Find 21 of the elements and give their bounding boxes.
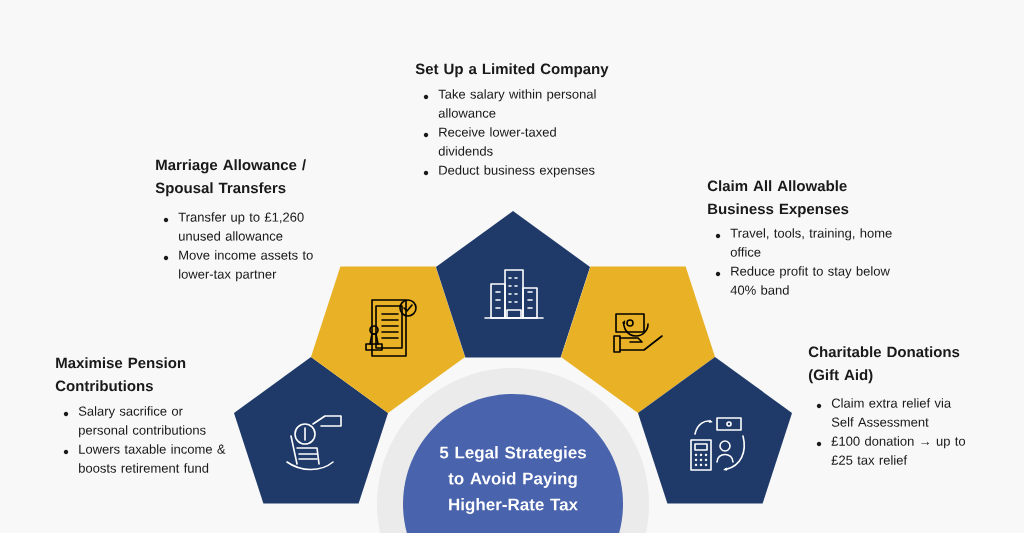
heading: Charitable Donations (Gift Aid) <box>808 346 960 384</box>
bullet-text: Reduce profit to stay below 40% band <box>730 266 890 295</box>
bullet-text: Take salary within personal allowance <box>438 89 596 118</box>
bullet-text: Transfer up to £1,260 unused allowance <box>178 212 304 241</box>
bullet-text: Move income assets to lower-tax partner <box>179 250 313 282</box>
bullet-text: Deduct business expenses <box>439 165 595 178</box>
heading: Claim All Allowable Business Expenses <box>707 180 849 218</box>
bullet-text: Claim extra relief via Self Assessment <box>831 398 952 427</box>
pentagon-tile <box>638 357 793 504</box>
bullet-text: Lowers taxable income & boosts retirement fund <box>79 444 226 473</box>
heading: Marriage Allowance / Spousal Transfers <box>155 159 306 197</box>
bullet-text: Salary sacrifice or personal contributions <box>78 406 206 438</box>
pentagon-tile <box>233 357 389 504</box>
bullet-text: Travel, tools, training, home office <box>730 228 892 257</box>
pentagon-tile <box>310 266 466 413</box>
bullet-text: Receive lower-taxed dividends <box>438 127 556 156</box>
pentagon-tile <box>560 266 716 413</box>
heading: Set Up a Limited Company <box>415 63 609 78</box>
pentagon-tile <box>435 211 591 358</box>
heading: Maximise Pension Contributions <box>55 357 186 392</box>
bullet-text: £100 donation → up to £25 tax relief <box>831 436 966 465</box>
